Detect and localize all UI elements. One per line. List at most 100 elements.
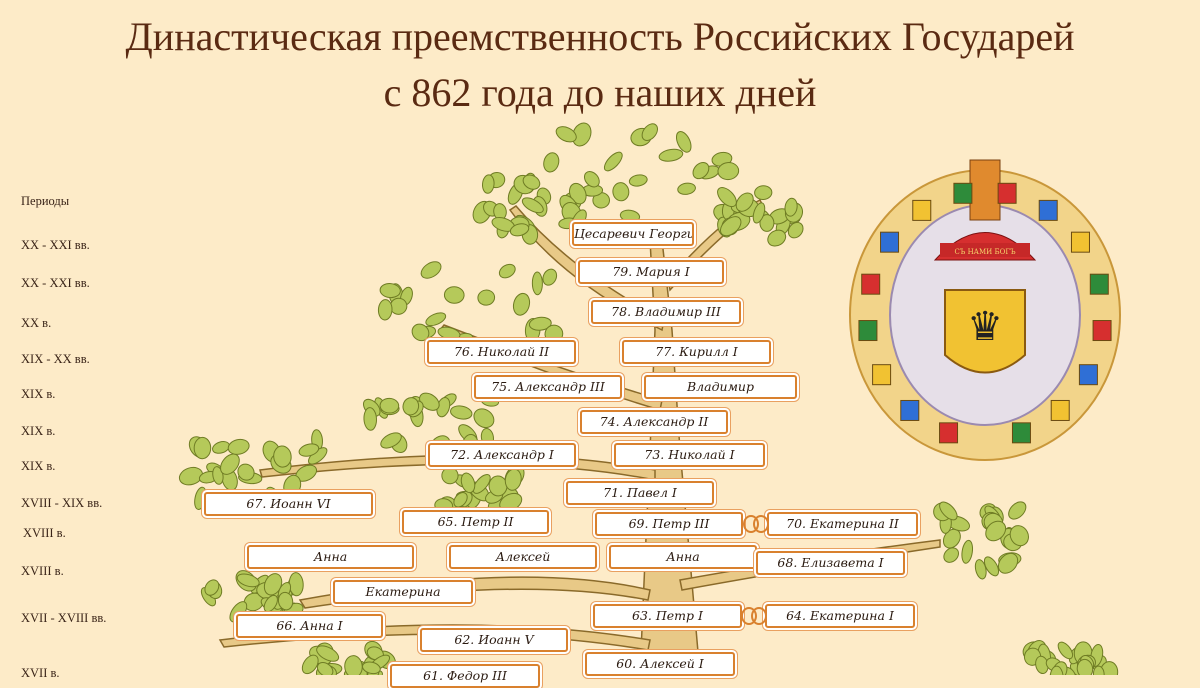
oak-leaf [277, 591, 294, 611]
oak-leaf [362, 661, 381, 675]
oak-leaf [784, 197, 798, 217]
regional-shield [1070, 231, 1090, 253]
oak-leaf [720, 216, 742, 237]
oak-leaf [974, 559, 987, 580]
oak-leaf [380, 432, 402, 449]
period-item: XX - XXI вв. [21, 276, 90, 290]
oak-leaf [985, 520, 1007, 542]
oak-leaf [997, 552, 1019, 574]
oak-leaf [220, 453, 240, 475]
coat-of-arms-shield [944, 289, 1026, 374]
oak-leaf [227, 438, 250, 455]
oak-leaf [301, 654, 319, 675]
coat-of-arms: ♛ СЪ НАМИ БОГЪ [849, 159, 1121, 461]
oak-leaf [316, 645, 340, 662]
ruler-name-scroll: Анна [609, 545, 757, 569]
oak-leaf [237, 463, 255, 481]
ruler-name-scroll: 72. Александр I [428, 443, 576, 467]
oak-leaf [692, 161, 710, 180]
ruler-name-scroll: 66. Анна I [236, 614, 383, 638]
regional-shield [872, 364, 892, 386]
oak-leaf [402, 397, 420, 416]
oak-leaf [531, 271, 543, 296]
ruler-name-scroll: 78. Владимир III [591, 300, 741, 324]
period-item: XVIII в. [23, 526, 66, 540]
oak-leaf [522, 174, 541, 190]
oak-leaf [628, 174, 648, 187]
regional-shield [861, 273, 881, 295]
oak-leaf [377, 299, 393, 321]
period-item: XX в. [21, 316, 52, 330]
branch [508, 205, 665, 332]
marriage-ring-icon [753, 515, 769, 533]
oak-leaf [441, 466, 459, 485]
oak-leaf [754, 185, 773, 200]
oak-leaf [943, 547, 960, 563]
oak-leaf [504, 468, 522, 491]
oak-leaf [641, 123, 658, 142]
oak-leaf [425, 312, 447, 327]
regional-shield [939, 422, 959, 444]
oak-leaf [675, 131, 692, 153]
ruler-name-scroll: Цесаревич Георгий [572, 222, 694, 246]
ruler-name-scroll: 61. Федор III [390, 664, 540, 688]
oak-leaf [677, 182, 696, 195]
title-line-1: Династическая преемственность Российских… [125, 14, 1075, 59]
oak-leaf [528, 316, 552, 331]
oak-leaf [379, 283, 401, 299]
oak-leaf [735, 192, 754, 212]
regional-shield [1050, 399, 1070, 421]
ruler-name-scroll: Анна [247, 545, 414, 569]
oak-leaf [1008, 501, 1027, 520]
period-item: XVIII в. [21, 564, 64, 578]
oak-leaf [178, 466, 204, 486]
oak-leaf [411, 323, 430, 342]
marriage-ring-icon [751, 607, 767, 625]
period-item: XIX в. [21, 424, 56, 438]
oak-leaf [273, 445, 292, 468]
period-item: XIX в. [21, 387, 56, 401]
coat-of-arms-motto: СЪ НАМИ БОГЪ [954, 248, 1016, 256]
oak-leaf [460, 472, 476, 494]
periods-heading: Периоды [21, 194, 70, 208]
oak-leaf [717, 187, 737, 208]
ruler-name-scroll: 67. Иоанн VI [204, 492, 373, 516]
regional-shield [880, 231, 900, 253]
oak-leaf [263, 594, 278, 613]
oak-leaf [193, 436, 212, 460]
svg-text:♛: ♛ [967, 304, 1003, 350]
regional-shield [1011, 422, 1031, 444]
ruler-name-scroll: 69. Петр III [595, 512, 743, 536]
oak-leaf [543, 152, 560, 173]
oak-leaf [939, 501, 958, 521]
oak-leaf [583, 171, 600, 188]
oak-leaf [453, 492, 468, 508]
ruler-name-scroll: 62. Иоанн V [420, 628, 568, 652]
oak-leaf [419, 392, 440, 411]
regional-shield [997, 182, 1017, 204]
oak-leaf [472, 473, 491, 494]
oak-leaf [1049, 665, 1064, 675]
ruler-name-scroll: 79. Мария I [578, 260, 724, 284]
oak-leaf [204, 579, 220, 596]
oak-leaf [603, 151, 623, 172]
ruler-name-scroll: 63. Петр I [593, 604, 742, 628]
oak-leaf [759, 214, 775, 232]
regional-shield [1038, 199, 1058, 221]
oak-leaf [437, 326, 461, 340]
period-item: XX - XXI вв. [21, 238, 90, 252]
regional-shield [858, 320, 878, 342]
oak-leaf [983, 556, 1000, 577]
oak-leaf [1092, 665, 1105, 675]
oak-leaf [1076, 658, 1094, 675]
oak-leaf [1009, 525, 1029, 547]
oak-leaf [568, 182, 587, 205]
ruler-name-scroll: 77. Кирилл I [622, 340, 771, 364]
oak-leaf [450, 405, 473, 420]
period-item: XIX в. [21, 459, 56, 473]
oak-leaf [298, 443, 320, 457]
oak-leaf [612, 182, 630, 202]
oak-leaf [717, 162, 740, 181]
oak-leaf [752, 202, 766, 224]
